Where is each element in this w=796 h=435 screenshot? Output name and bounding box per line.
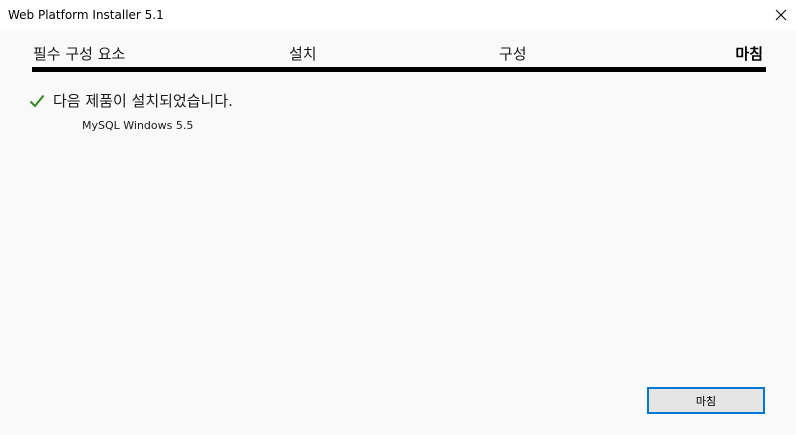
check-icon — [29, 94, 45, 108]
wizard-steps: 필수 구성 요소 설치 구성 마침 — [33, 44, 765, 66]
step-install: 설치 — [289, 45, 317, 63]
list-item: MySQL Windows 5.5 — [82, 119, 194, 132]
close-button[interactable] — [766, 0, 796, 30]
finish-button[interactable]: 마침 — [647, 387, 765, 414]
close-icon — [775, 9, 787, 21]
installed-products-list: MySQL Windows 5.5 — [82, 118, 193, 133]
step-finish: 마침 — [735, 45, 763, 63]
step-prerequisites: 필수 구성 요소 — [33, 45, 126, 63]
title-bar: Web Platform Installer 5.1 — [0, 0, 796, 30]
status-row: 다음 제품이 설치되었습니다. — [29, 90, 233, 112]
status-message: 다음 제품이 설치되었습니다. — [53, 92, 233, 110]
step-configure: 구성 — [499, 45, 527, 63]
window-title: Web Platform Installer 5.1 — [8, 8, 164, 22]
wizard-progress-bar — [32, 67, 766, 72]
